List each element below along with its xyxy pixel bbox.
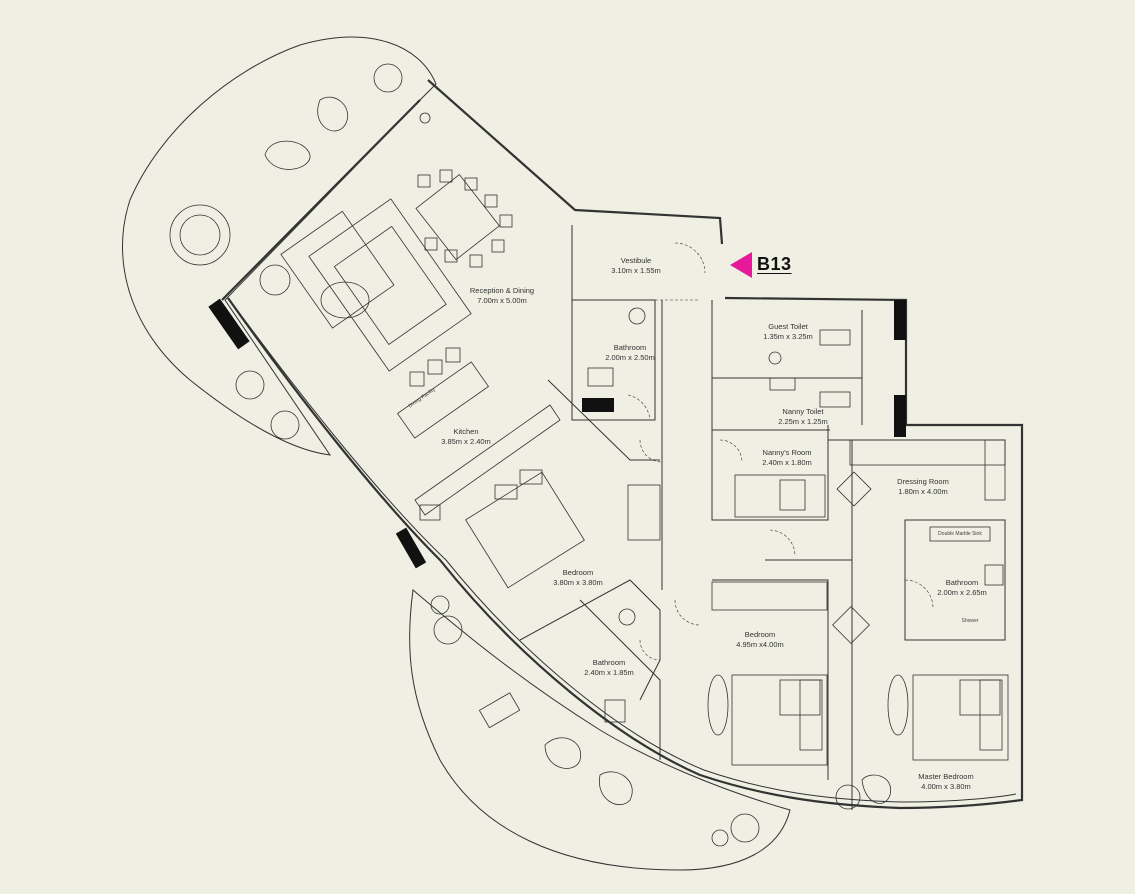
outdoor-furniture <box>169 63 909 847</box>
label-double-sink: Double Marble Sink <box>938 531 982 537</box>
label-shower: Shower <box>961 618 979 624</box>
terrace-north-outline <box>122 36 437 456</box>
wardrobes <box>627 439 1006 611</box>
kitchen-counter <box>414 404 561 521</box>
sofa-set <box>280 198 472 372</box>
terrace-south-outline <box>409 589 791 871</box>
wall-block-west <box>208 298 250 350</box>
kitchen-island <box>396 347 490 439</box>
door-swings <box>571 228 934 661</box>
exterior-facade-wall <box>221 79 1024 810</box>
wall-block-bath <box>582 398 614 412</box>
exterior-facade-inner <box>231 302 1017 803</box>
bath-fixtures <box>587 307 1004 723</box>
bedroom1-bed <box>465 469 585 589</box>
wall-block-nanny <box>894 395 906 437</box>
bedroom2-bed <box>731 674 828 766</box>
wall-block-guest <box>894 300 906 340</box>
interior-walls <box>519 225 1006 810</box>
master-bed <box>912 674 1009 761</box>
nanny-bed <box>734 474 826 518</box>
unit-code: B13 <box>757 254 792 274</box>
dining-table <box>415 169 513 268</box>
entry-marker <box>730 252 752 278</box>
wall-block-south <box>395 527 427 569</box>
